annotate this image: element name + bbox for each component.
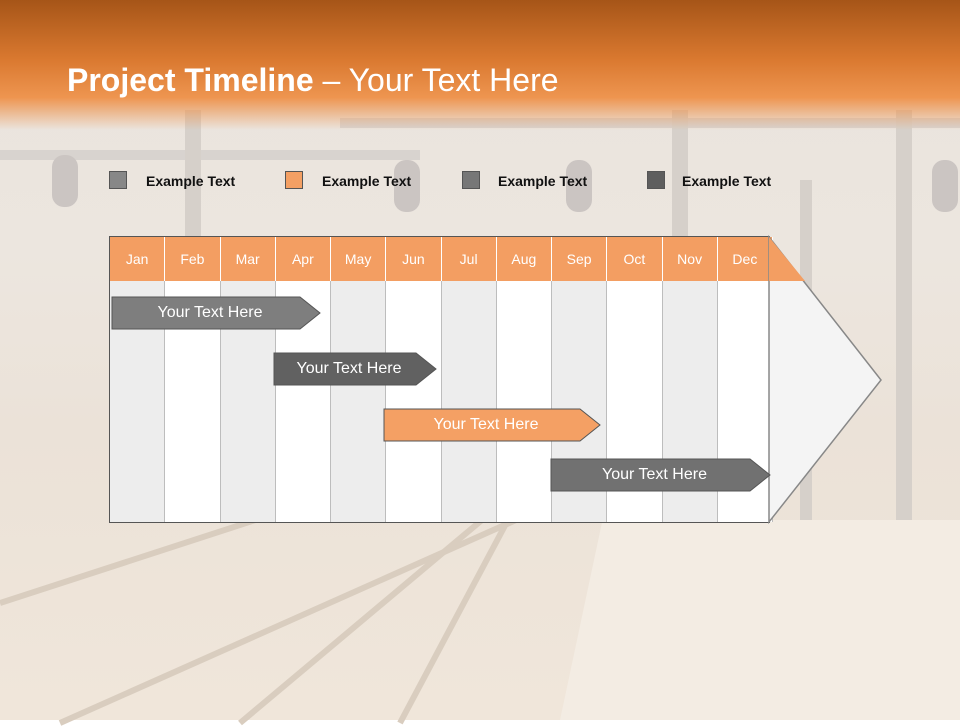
legend-label-1: Example Text	[146, 173, 236, 189]
page-title: Project Timeline – Your Text Here	[67, 62, 559, 99]
task-bar-1	[111, 296, 321, 330]
month-header-nov: Nov	[662, 237, 718, 281]
month-header-jun: Jun	[386, 237, 442, 281]
month-header-feb: Feb	[165, 237, 221, 281]
month-column-aug	[496, 237, 552, 522]
month-header-oct: Oct	[607, 237, 663, 281]
title-bold: Project Timeline	[67, 62, 314, 98]
legend-label-2: Example Text	[322, 173, 412, 189]
task-label-2: Your Text Here	[296, 360, 402, 377]
month-header-may: May	[331, 237, 387, 281]
month-column-feb	[165, 237, 221, 522]
legend-swatch-3	[462, 171, 480, 189]
task-bar-2	[273, 352, 437, 386]
title-rest: – Your Text Here	[313, 62, 559, 98]
legend-label-4: Example Text	[682, 173, 772, 189]
month-column-mar	[220, 237, 276, 522]
month-header-apr: Apr	[275, 237, 331, 281]
month-column-jul	[441, 237, 497, 522]
legend-label-3: Example Text	[498, 173, 588, 189]
task-bar-3	[383, 408, 601, 442]
legend-swatch-4	[647, 171, 665, 189]
month-header-sep: Sep	[552, 237, 608, 281]
month-header-jul: Jul	[441, 237, 497, 281]
legend-swatch-1	[109, 171, 127, 189]
month-header-mar: Mar	[220, 237, 276, 281]
task-label-3: Your Text Here	[433, 416, 539, 433]
task-label-4: Your Text Here	[602, 466, 707, 483]
month-header-jan: Jan	[110, 237, 166, 281]
title-bar	[0, 0, 960, 130]
task-bar-4	[550, 458, 771, 492]
month-header-aug: Aug	[496, 237, 552, 281]
month-column-jan	[110, 237, 166, 522]
task-label-1: Your Text Here	[157, 304, 263, 321]
legend-swatch-2	[285, 171, 303, 189]
